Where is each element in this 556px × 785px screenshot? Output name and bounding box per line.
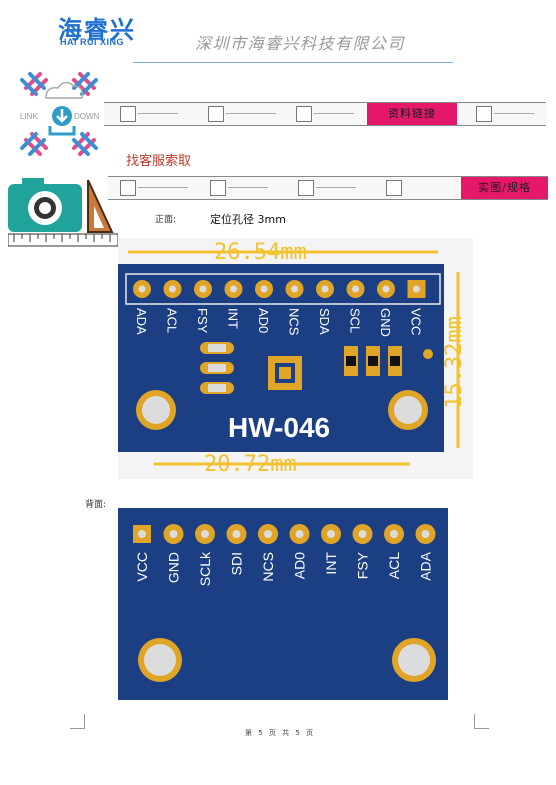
front-pin-hole [413,285,420,293]
back-pin-label: ACL [386,552,402,579]
hole-distance-dimension: 20.72mm [204,452,297,477]
page-number: 第 5 页 共 5 页 [245,729,316,737]
back-pin-hole [264,530,272,538]
front-pin-label: AD0 [256,308,271,333]
back-pin-hole [138,530,146,538]
back-pin-hole [358,530,367,538]
front-pin-label: NCS [287,308,302,336]
back-pin-hole [390,530,398,538]
back-pin-label: SCLk [197,551,213,586]
company-name: 深圳市海睿兴科技有限公司 [195,34,406,53]
back-pin-label: AD0 [292,552,308,579]
link-label: LINK [20,112,38,121]
front-board-image: ADA ACL FSY INT AD0 NCS SDA SCL GND VCC HW-046 26… [118,238,473,479]
back-pin-label: SDI [229,552,245,575]
circuit-strip-1 [104,102,546,126]
back-pin-label: ADA [418,551,434,580]
back-pin-label: NCS [260,552,276,582]
camera-ruler-icon [7,176,119,248]
front-pin-hole [230,285,237,293]
front-pin-hole [138,285,146,293]
down-label: DOWN [74,112,100,121]
front-pin-label: VCC [409,308,424,335]
photo-spec-button[interactable]: 实图/规格 [461,177,548,199]
hole-spec-text: 定位孔径 3mm [210,213,286,226]
front-pin-hole [321,285,329,293]
back-pin-hole [295,530,304,538]
link-download-icon[interactable] [18,70,104,160]
front-pin-label: SCL [348,308,363,333]
back-pin-label: GND [166,552,182,583]
logo-subtext: HAI RUI XING [60,37,125,47]
front-pin-hole [199,285,207,293]
header-divider [133,62,453,63]
front-pin-label: ACL [165,308,180,333]
front-pin-label: INT [226,308,241,329]
contact-text: 找客服索取 [126,154,192,169]
back-pin-label: FSY [355,551,371,579]
back-board-image: VCC GND SCLk SDI NCS AD0 INT FSY ACL ADA [118,508,448,700]
page-corner-mark [70,714,85,729]
back-pin-hole [232,530,241,538]
front-pin-hole [352,285,359,293]
back-pin-hole [327,530,335,538]
resource-link-button[interactable]: 资料链接 [367,103,457,125]
front-pin-label: GND [378,308,393,337]
front-label: 正面: [155,215,177,225]
back-label: 背面: [85,500,107,510]
front-pin-label: FSY [195,308,210,334]
page-corner-mark [474,714,489,729]
board-model-label: HW-046 [228,412,331,443]
logo-text: 海睿兴 [58,16,136,44]
back-pin-hole [201,530,209,538]
front-pin-hole [169,285,176,293]
back-pin-label: VCC [134,552,150,582]
height-dimension: 15.32mm [441,316,467,409]
front-pin-hole [291,285,298,293]
front-pin-label: SDA [317,308,332,335]
front-pin-hole [260,285,268,293]
back-pin-label: INT [323,552,339,575]
front-pin-hole [382,285,390,293]
back-pin-hole [169,530,178,538]
width-dimension: 26.54mm [214,240,307,265]
front-pin-label: ADA [134,308,149,335]
back-pin-hole [421,530,430,538]
